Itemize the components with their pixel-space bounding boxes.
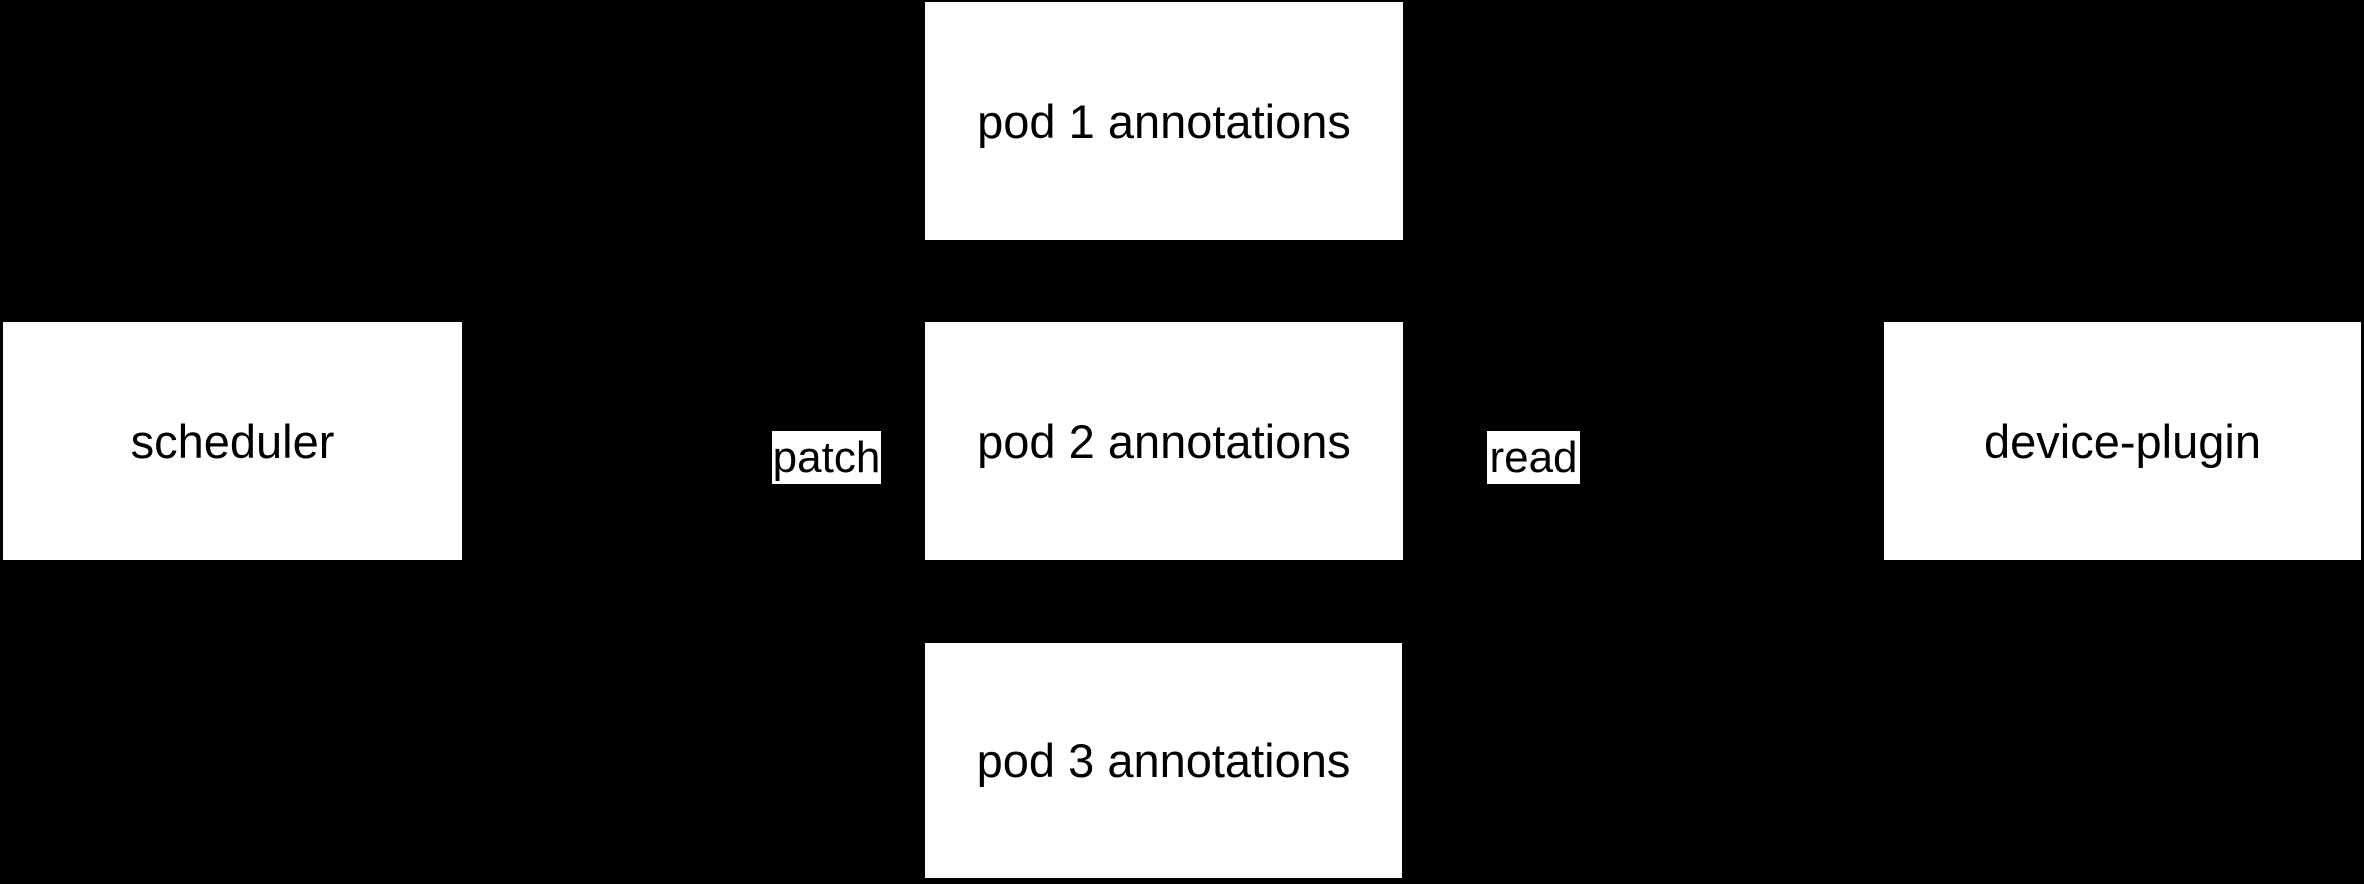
edge-label-read: read [1487, 431, 1580, 484]
edge-label-patch: patch [772, 431, 881, 484]
node-pod-1-annotations: pod 1 annotations [925, 2, 1403, 240]
node-scheduler: scheduler [3, 322, 462, 560]
node-scheduler-label: scheduler [130, 414, 335, 468]
node-pod-2-annotations-label: pod 2 annotations [977, 414, 1351, 468]
edge-label-patch-text: patch [772, 432, 881, 482]
node-device-plugin-label: device-plugin [1984, 414, 2261, 468]
node-pod-3-annotations: pod 3 annotations [925, 643, 1402, 878]
edge-label-read-text: read [1489, 432, 1578, 482]
node-pod-2-annotations: pod 2 annotations [925, 322, 1403, 560]
node-device-plugin: device-plugin [1884, 322, 2361, 560]
node-pod-1-annotations-label: pod 1 annotations [977, 94, 1351, 148]
node-pod-3-annotations-label: pod 3 annotations [976, 734, 1351, 787]
